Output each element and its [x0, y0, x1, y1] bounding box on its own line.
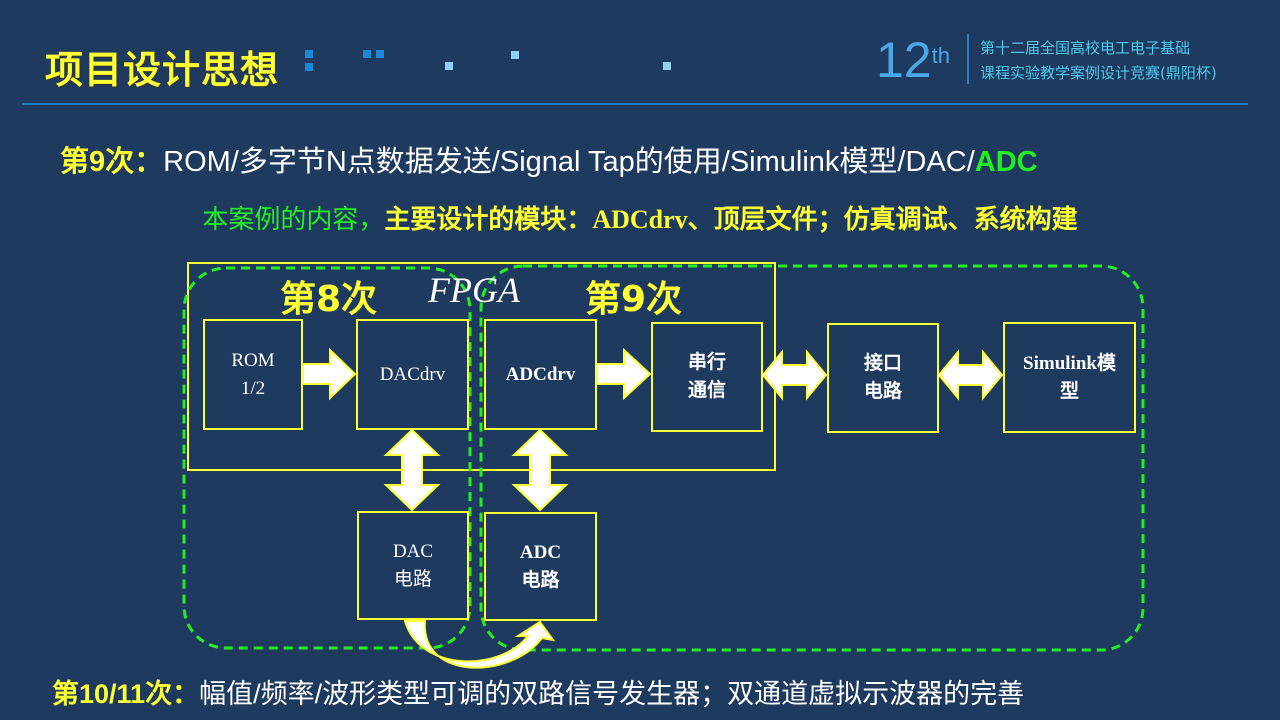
content-intro: 本案例的内容， [202, 205, 385, 234]
block-rom-line1: ROM [231, 349, 275, 371]
arrow-adcdrv-adc [511, 428, 569, 512]
block-simulink: Simulink模 型 [1003, 322, 1136, 433]
arrow-serial-interface [761, 349, 828, 401]
block-dac-line1: DAC [392, 540, 434, 562]
session10-line: 第10/11次：幅值/频率/波形类型可调的双路信号发生器；双通道虚拟示波器的完善 [52, 674, 1024, 714]
block-interface-line1: 接口 [863, 353, 902, 374]
block-adc-line2: 电路 [521, 569, 560, 591]
arrow-rom-to-dacdrv [302, 347, 357, 401]
content-line: 本案例的内容，主要设计的模块：ADCdrv、顶层文件；仿真调试、系统构建 [0, 200, 1280, 240]
competition-line-1: 第十二届全国高校电工电子基础 [980, 39, 1191, 57]
block-serial: 串行 通信 [651, 322, 763, 432]
header-divider [967, 34, 969, 84]
session9-diagram-label: 第9次 [585, 279, 683, 320]
arrow-dac-to-adc-loop [403, 620, 556, 669]
block-adcdrv: ADCdrv [484, 319, 597, 430]
block-interface: 接口 电路 [827, 323, 939, 433]
session9-label: 第9次： [60, 146, 164, 178]
block-rom: ROM 1/2 [203, 319, 303, 430]
session9-topics: ROM/多字节N点数据发送/Signal Tap的使用/Simulink模型/D… [163, 146, 975, 178]
session9-group [479, 264, 1145, 652]
block-dacdrv: DACdrv [356, 319, 469, 430]
edition-badge: 12th [876, 30, 950, 90]
fpga-label: FPGA [428, 270, 520, 310]
block-dac-line2: 电路 [393, 568, 432, 590]
session8-label: 第8次 [280, 279, 378, 320]
session10-text: 幅值/频率/波形类型可调的双路信号发生器；双通道虚拟示波器的完善 [199, 679, 1025, 709]
block-simulink-line1: Simulink模 [1023, 352, 1116, 374]
arrow-adcdrv-to-serial [596, 347, 652, 401]
session10-label: 第10/11次： [52, 679, 200, 709]
arrow-interface-simulink [937, 349, 1004, 401]
block-dac-circuit: DAC 电路 [357, 511, 469, 620]
block-serial-line1: 串行 [687, 352, 726, 373]
block-serial-line2: 通信 [687, 380, 726, 401]
block-dacdrv-label: DACdrv [379, 363, 446, 385]
session9-line: 第9次：ROM/多字节N点数据发送/Signal Tap的使用/Simulink… [60, 140, 1038, 184]
edition-number: 12 [876, 32, 932, 88]
session9-highlight: ADC [974, 146, 1038, 178]
edition-suffix: th [931, 43, 950, 68]
header-rule [22, 103, 1248, 105]
block-adc-circuit: ADC 电路 [484, 512, 597, 621]
block-adcdrv-label: ADCdrv [505, 363, 576, 385]
block-rom-line2: 1/2 [240, 377, 266, 399]
arrow-dacdrv-dac [383, 428, 441, 512]
page-title: 项目设计思想 [45, 48, 280, 92]
block-adc-line1: ADC [519, 541, 562, 563]
competition-line-2: 课程实验教学案例设计竞赛(鼎阳杯) [980, 64, 1217, 82]
block-interface-line2: 电路 [863, 381, 902, 402]
block-simulink-line2: 型 [1059, 380, 1079, 402]
content-modules: 主要设计的模块：ADCdrv、顶层文件；仿真调试、系统构建 [384, 205, 1078, 234]
